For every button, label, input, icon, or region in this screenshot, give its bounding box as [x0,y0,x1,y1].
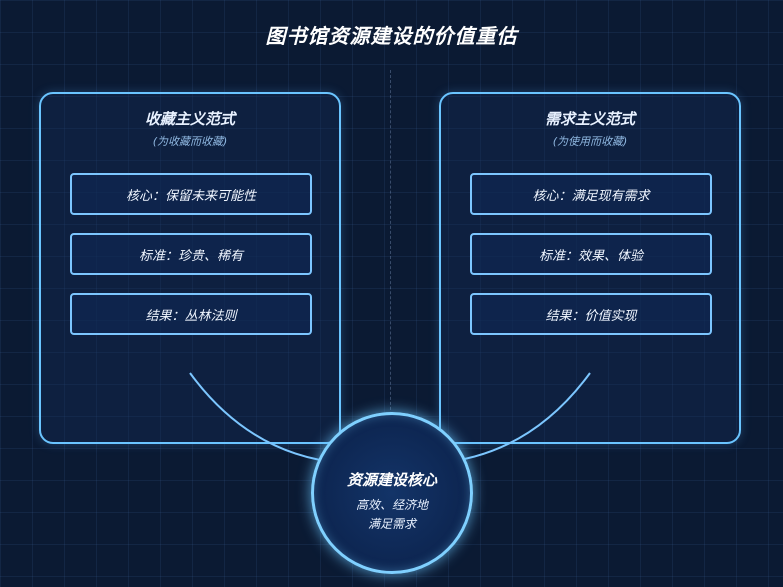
demand-paradigm-title: 需求主义范式 [544,110,635,128]
collection-paradigm-panel: 收藏主义范式 (为收藏而收藏) 核心：保留未来可能性 标准：珍贵、稀有 结果：丛… [39,92,341,444]
collection-paradigm-subtitle: (为收藏而收藏) [152,135,228,148]
collection-core-box: 核心：保留未来可能性 [70,173,312,215]
left-connector-arrow [189,372,345,468]
demand-paradigm-subtitle: (为使用而收藏) [552,135,628,148]
demand-paradigm-panel: 需求主义范式 (为使用而收藏) 核心：满足现有需求 标准：效果、体验 结果：价值… [439,92,741,444]
resource-core-circle: 资源建设核心 高效、经济地 满足需求 [311,412,473,574]
collection-result-box: 结果：丛林法则 [70,293,312,335]
demand-core-box: 核心：满足现有需求 [470,173,712,215]
core-text-line-2: 满足需求 [367,517,416,531]
collection-paradigm-title: 收藏主义范式 [144,110,235,128]
core-text-line-1: 高效、经济地 [355,498,428,512]
core-title: 资源建设核心 [346,471,437,489]
center-divider [390,70,391,430]
demand-standard-box: 标准：效果、体验 [470,233,712,275]
demand-result-box: 结果：价值实现 [470,293,712,335]
diagram-title: 图书馆资源建设的价值重估 [265,24,518,48]
collection-standard-box: 标准：珍贵、稀有 [70,233,312,275]
